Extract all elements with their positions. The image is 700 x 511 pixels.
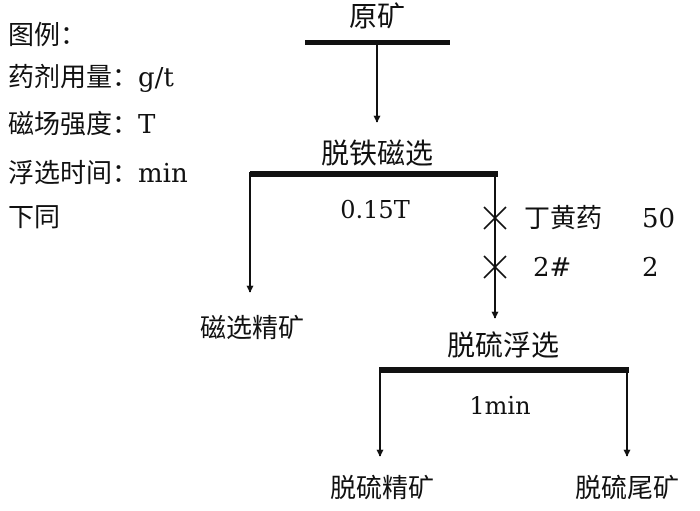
reagent-2-dosage: 2 (642, 253, 659, 283)
magnetic-separation-label: 脱铁磁选 (321, 137, 433, 170)
legend-flotation-time-unit: 浮选时间：min (8, 159, 188, 189)
legend: 图例： 药剂用量：g/t 磁场强度：T 浮选时间：min 下同 (8, 21, 188, 233)
reagent-1-dosage: 50 (642, 204, 675, 234)
flotation-concentrate-label: 脱硫精矿 (330, 474, 434, 504)
flotation-time: 1min (469, 392, 530, 420)
magnetic-field-strength: 0.15T (340, 196, 409, 224)
legend-reagent-dosage-unit: 药剂用量：g/t (8, 63, 174, 93)
legend-same-below: 下同 (8, 203, 60, 233)
reagent-1-name: 丁黄药 (524, 204, 602, 234)
legend-field-strength-unit: 磁场强度：T (8, 110, 156, 140)
magnetic-concentrate-label: 磁选精矿 (200, 314, 304, 344)
flotation-tailings-label: 脱硫尾矿 (575, 474, 679, 504)
reagent-addition-mark-1 (483, 206, 507, 230)
reagent-addition-mark-2 (483, 255, 507, 279)
flotation-bar (379, 367, 629, 373)
feed-label: 原矿 (349, 0, 405, 33)
magnetic-separation-bar (250, 171, 498, 177)
flotation-label: 脱硫浮选 (447, 329, 559, 362)
legend-title: 图例： (8, 21, 86, 51)
feed-bar (305, 40, 450, 45)
reagent-2-name: 2# (533, 253, 571, 283)
